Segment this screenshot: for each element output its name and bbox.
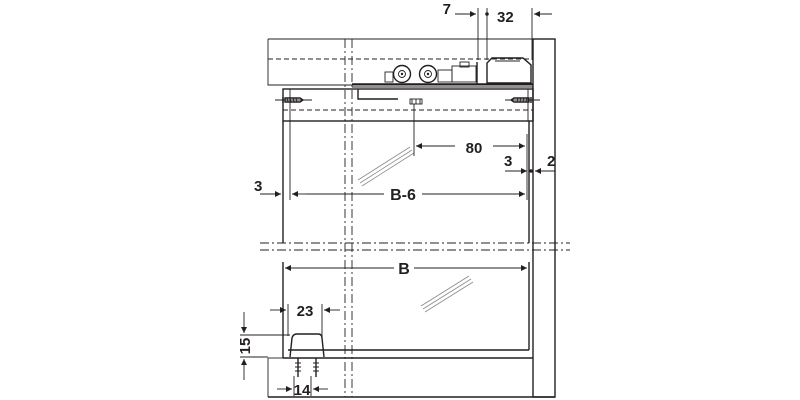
dim-14-label: 14 [294, 382, 311, 399]
dim-b-label: B [398, 261, 410, 278]
dim-right-3: 3 [504, 153, 527, 174]
right-side-panel [532, 38, 556, 398]
dim-b: B [285, 261, 527, 278]
right-screw [505, 97, 540, 103]
floor-guide [282, 307, 325, 377]
dim-32-label: 32 [497, 9, 514, 26]
left-screw [275, 97, 312, 103]
bottom-panel [267, 357, 555, 398]
dim-right-3-label: 3 [504, 153, 512, 170]
door-top-profile [282, 88, 534, 122]
dim-b-minus-6-label: B-6 [390, 187, 416, 204]
break-lines [260, 39, 570, 397]
dim-7-label: 7 [443, 1, 451, 18]
dim-right-2: 2 [529, 153, 555, 174]
dim-14: 14 [277, 376, 328, 399]
damper-unit [486, 57, 532, 84]
dim-left-3-label: 3 [254, 178, 262, 195]
dim-23-label: 23 [297, 303, 314, 320]
dim-15: 15 [237, 312, 290, 380]
dim-32: 32 [485, 8, 552, 60]
roller-carriage [384, 61, 478, 84]
dim-b-minus-6: B-6 [306, 187, 525, 204]
top-panel [267, 38, 533, 86]
door-panel [282, 121, 533, 359]
dim-right-2-label: 2 [547, 153, 555, 170]
dim-7: 7 [443, 1, 479, 60]
glass-hatch-bottom [420, 275, 474, 313]
dim-80: 80 [413, 104, 528, 200]
dim-80-label: 80 [466, 140, 483, 157]
glass-hatch-top [357, 146, 415, 187]
dim-left-3: 3 [254, 178, 306, 197]
running-track [352, 83, 533, 88]
dim-15-label: 15 [237, 338, 254, 355]
dim-23: 23 [270, 303, 340, 336]
